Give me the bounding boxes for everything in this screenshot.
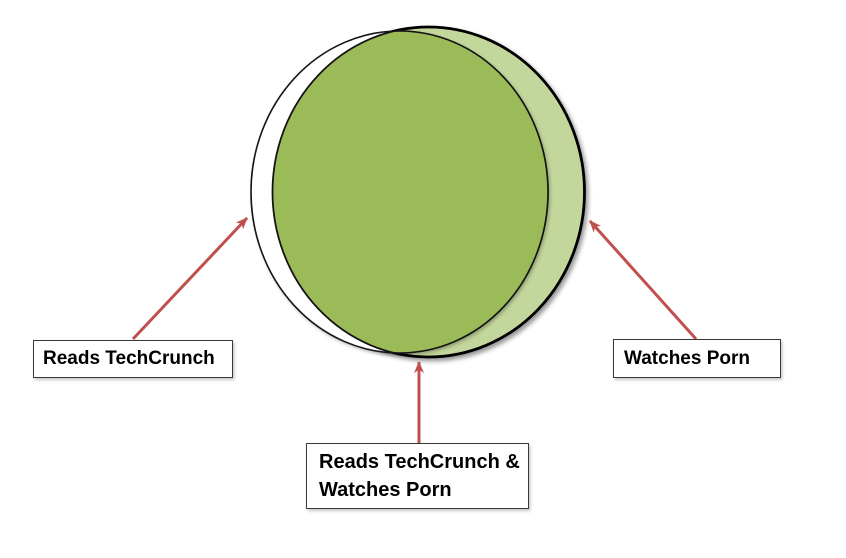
overlap-region — [272, 30, 549, 354]
label-reads-techcrunch-text: Reads TechCrunch — [43, 348, 215, 369]
label-overlap-line1: Reads TechCrunch & — [319, 451, 520, 473]
label-overlap: Reads TechCrunch & Watches Porn — [306, 443, 529, 509]
label-reads-techcrunch: Reads TechCrunch — [33, 340, 233, 378]
arrow-right-set — [588, 219, 698, 341]
arrow-left-set — [131, 216, 249, 341]
overlap-left-edge — [271, 31, 548, 353]
label-overlap-line2: Watches Porn — [319, 479, 452, 501]
label-watches-porn: Watches Porn — [613, 339, 781, 378]
label-watches-porn-text: Watches Porn — [624, 347, 750, 369]
